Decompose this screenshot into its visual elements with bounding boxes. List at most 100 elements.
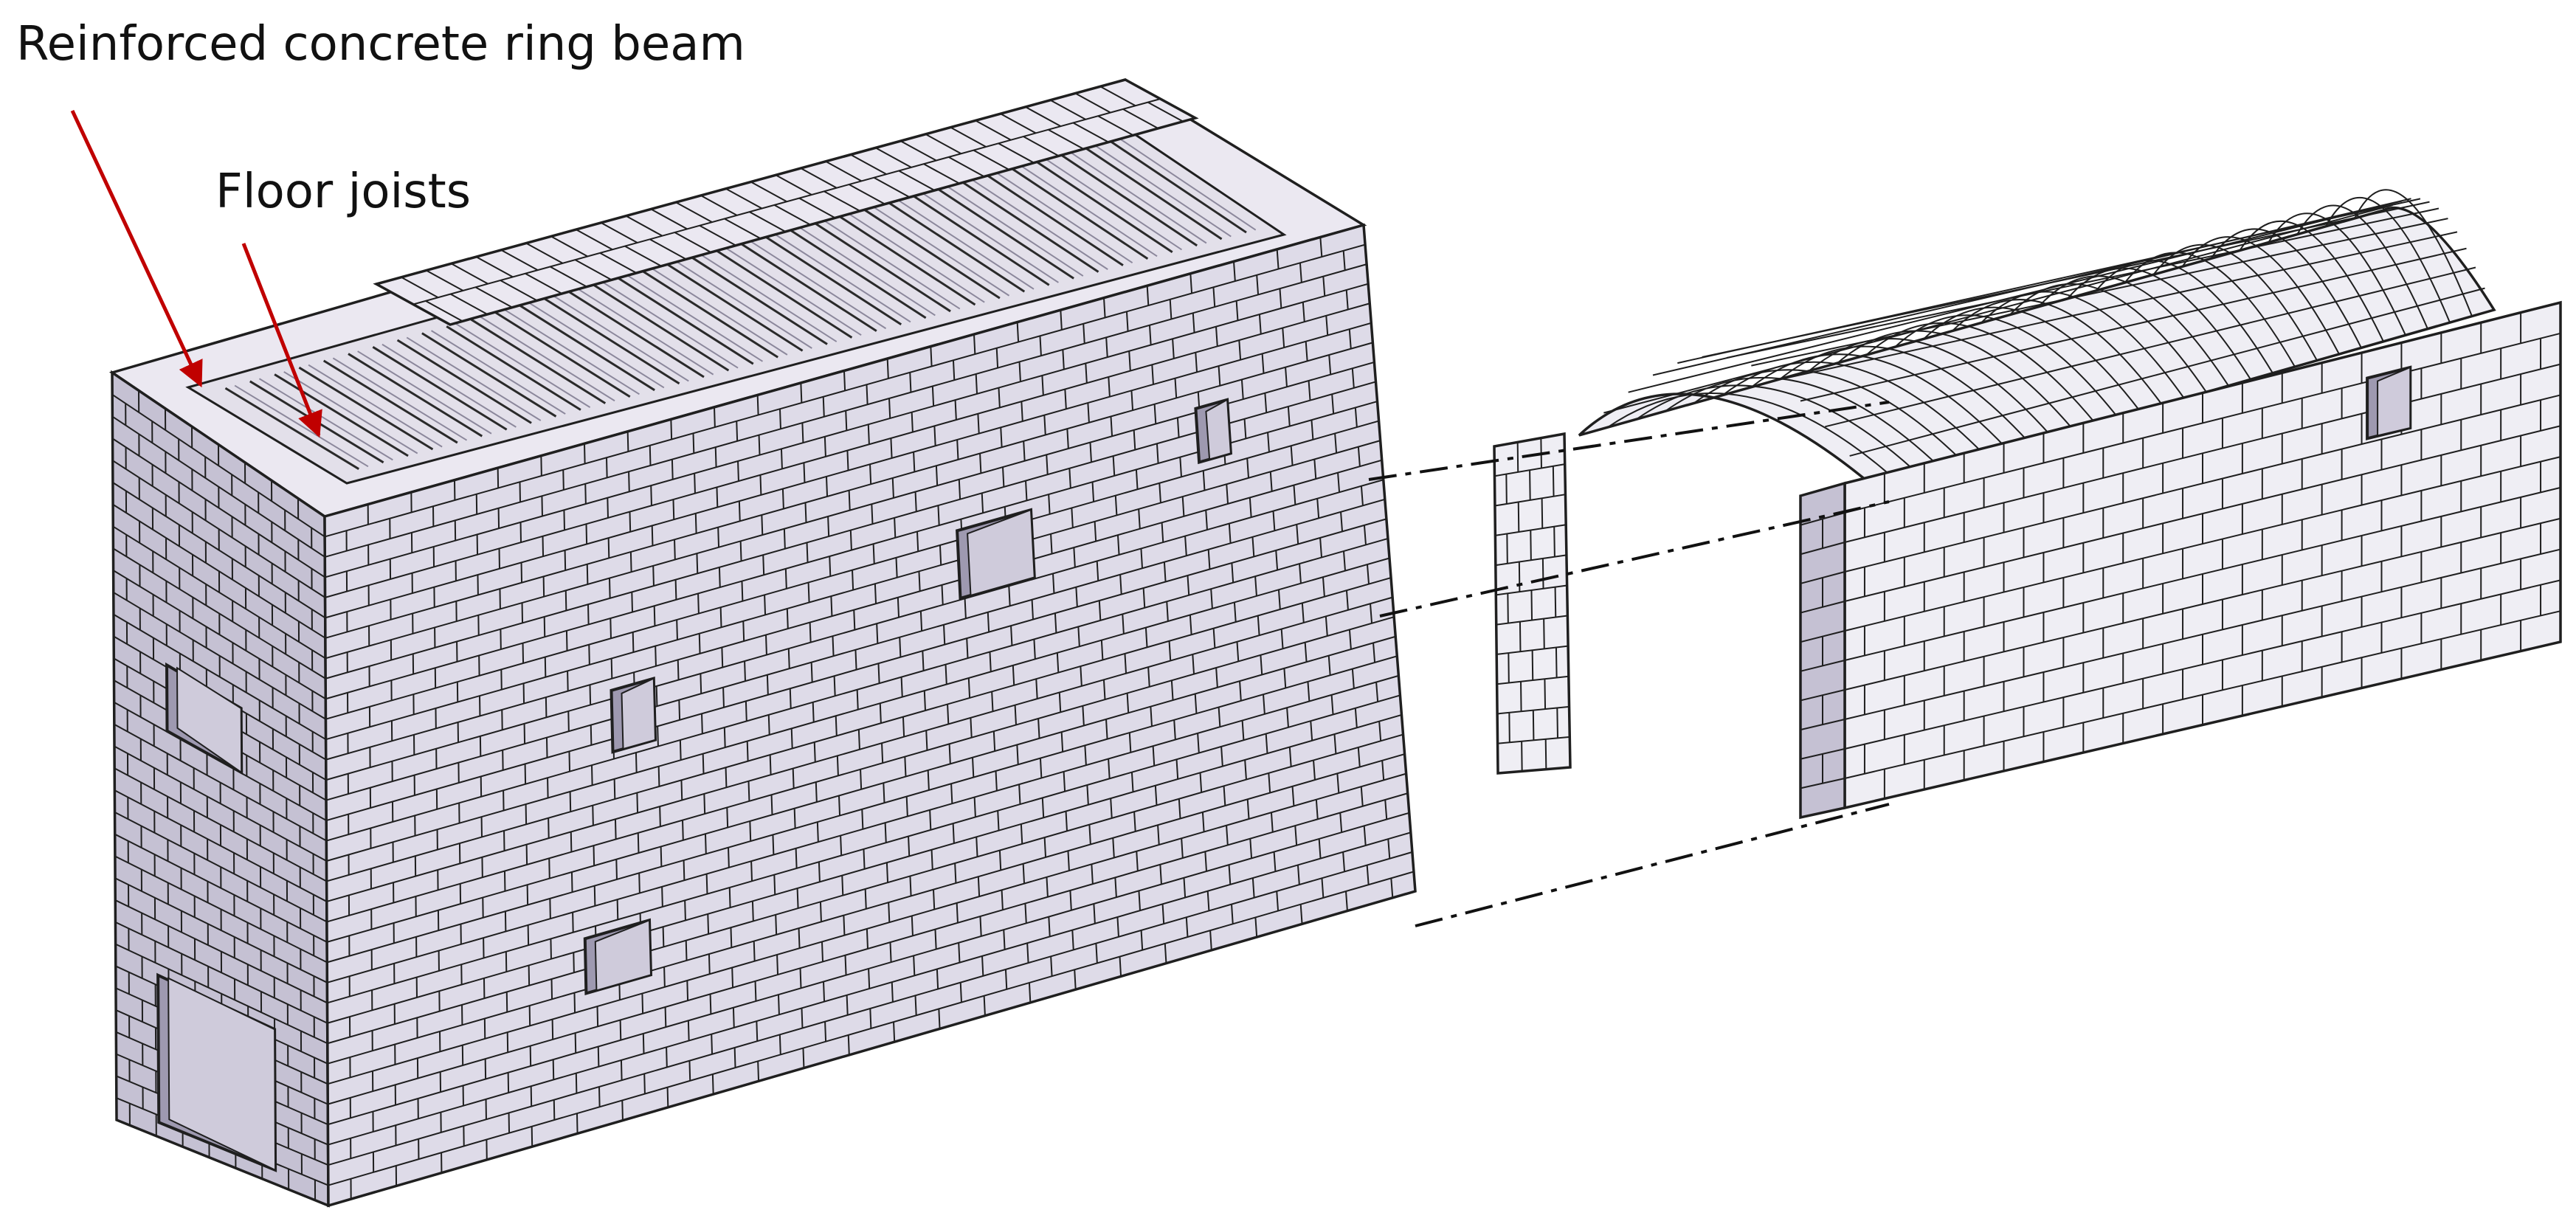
head-joint — [732, 967, 733, 987]
head-joint — [823, 397, 824, 417]
head-joint — [685, 900, 686, 920]
head-joint — [890, 942, 891, 962]
head-joint — [1530, 530, 1531, 561]
head-joint — [1038, 719, 1039, 739]
head-joint — [1021, 401, 1022, 421]
head-joint — [642, 994, 643, 1014]
head-joint — [975, 798, 976, 817]
head-joint — [696, 514, 697, 533]
head-joint — [910, 373, 911, 393]
head-joint — [666, 1047, 667, 1067]
head-joint — [799, 928, 800, 948]
head-joint — [661, 846, 662, 866]
head-joint — [758, 1061, 759, 1081]
head-joint — [749, 781, 750, 801]
head-joint — [1017, 744, 1018, 764]
head-joint — [936, 466, 937, 485]
head-joint — [1013, 665, 1014, 685]
head-joint — [664, 967, 665, 987]
head-joint — [760, 475, 761, 495]
head-joint — [585, 484, 586, 504]
head-joint — [1023, 441, 1024, 461]
head-joint — [847, 995, 848, 1015]
head-joint — [1554, 527, 1555, 557]
head-joint — [828, 516, 829, 536]
head-joint — [529, 965, 530, 985]
head-joint — [698, 593, 699, 613]
head-joint — [711, 1034, 712, 1054]
head-joint — [721, 607, 722, 627]
head-joint — [839, 795, 840, 815]
head-joint — [736, 421, 737, 441]
head-joint — [793, 769, 794, 789]
head-joint — [703, 754, 704, 774]
head-joint — [888, 902, 889, 922]
head-joint — [631, 552, 632, 572]
head-joint — [615, 819, 616, 839]
head-joint — [870, 1009, 871, 1028]
head-joint — [789, 649, 790, 668]
head-joint — [568, 711, 569, 731]
head-joint — [746, 701, 747, 721]
head-joint — [576, 1073, 577, 1093]
head-joint — [1051, 956, 1052, 976]
head-joint — [899, 637, 900, 657]
head-joint — [921, 611, 922, 631]
head-joint — [543, 536, 544, 556]
head-joint — [700, 674, 701, 694]
head-joint — [930, 347, 931, 367]
head-joint — [637, 792, 638, 812]
head-joint — [1011, 626, 1012, 646]
head-joint — [825, 437, 826, 457]
head-joint — [1040, 758, 1041, 778]
head-joint — [851, 530, 852, 550]
head-joint — [1509, 713, 1510, 742]
head-joint — [859, 730, 860, 750]
head-joint — [718, 528, 719, 547]
head-joint — [686, 941, 687, 961]
head-joint — [889, 398, 890, 418]
head-joint — [1506, 474, 1507, 504]
head-joint — [810, 623, 811, 643]
head-joint — [591, 725, 592, 745]
head-joint — [730, 888, 731, 907]
head-joint — [607, 498, 608, 518]
head-joint — [805, 502, 806, 522]
head-joint — [651, 485, 652, 505]
head-joint — [1520, 622, 1521, 652]
head-joint — [831, 596, 832, 616]
head-joint — [684, 860, 685, 880]
head-joint — [825, 1022, 826, 1042]
head-joint — [584, 443, 585, 463]
head-joint — [822, 941, 823, 961]
head-joint — [863, 849, 864, 869]
head-joint — [816, 782, 817, 802]
head-joint — [982, 956, 983, 976]
head-joint — [747, 741, 748, 761]
head-joint — [681, 780, 682, 800]
head-joint — [875, 584, 876, 604]
head-joint — [707, 874, 708, 894]
head-joint — [933, 890, 934, 910]
head-joint — [622, 1100, 623, 1120]
head-joint — [871, 504, 872, 524]
head-joint — [733, 1008, 734, 1028]
head-joint — [842, 876, 843, 896]
head-joint — [524, 683, 525, 703]
head-joint — [672, 460, 673, 480]
head-joint — [573, 952, 574, 972]
head-joint — [998, 388, 999, 408]
head-joint — [689, 1061, 690, 1081]
head-joint — [857, 690, 858, 710]
head-joint — [866, 384, 867, 404]
head-joint — [694, 474, 695, 494]
ring-beam-arrow — [72, 111, 201, 385]
head-joint — [525, 764, 526, 784]
head-joint — [802, 423, 803, 443]
head-joint — [946, 665, 947, 685]
head-joint — [1518, 442, 1519, 472]
head-joint — [934, 426, 935, 446]
head-joint — [803, 1048, 804, 1068]
head-joint — [1019, 784, 1020, 804]
